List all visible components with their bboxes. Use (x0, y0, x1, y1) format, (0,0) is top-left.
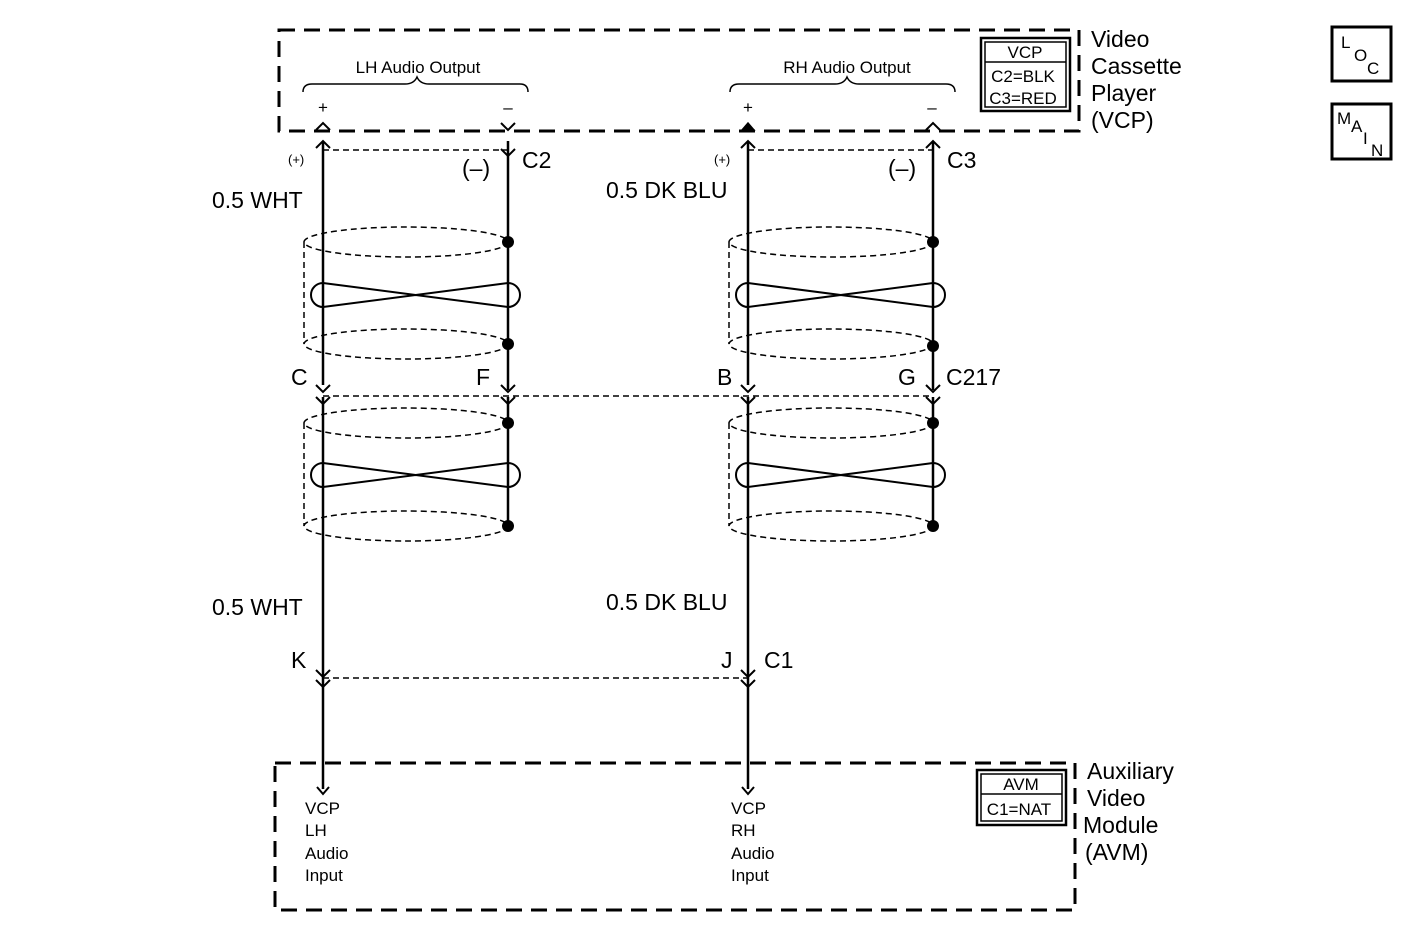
wires (321, 141, 935, 789)
avm-legend: AVM C1=NAT (975, 768, 1068, 827)
avm-name: Auxiliary Video Module (AVM) (1083, 758, 1174, 865)
pin-k-label: K (291, 647, 307, 673)
connector-c3-label: C3 (947, 147, 976, 173)
lh-minus-terminal: – (503, 98, 513, 117)
splice-dot (927, 417, 939, 429)
terminal-mark (740, 121, 756, 131)
lh-plus-terminal: + (318, 98, 328, 117)
lh-minus-polarity: (–) (462, 155, 490, 181)
vcp-legend-row: C3=RED (989, 89, 1057, 108)
terminal-mark (925, 121, 941, 131)
splice-dot (927, 340, 939, 352)
avm-boundary (273, 761, 1077, 912)
lh-output-label: LH Audio Output (356, 58, 481, 77)
rh-output-label: RH Audio Output (783, 58, 911, 77)
loc-button[interactable]: L O C (1330, 25, 1393, 83)
svg-text:I: I (1363, 129, 1368, 148)
svg-text:Cassette: Cassette (1091, 53, 1182, 79)
svg-text:Input: Input (305, 866, 343, 885)
svg-text:(VCP): (VCP) (1091, 107, 1154, 133)
vcp-boundary (277, 28, 1081, 133)
avm-legend-row: C1=NAT (987, 800, 1051, 819)
svg-text:VCP: VCP (731, 799, 766, 818)
connector-c217 (315, 384, 941, 406)
rh-audio-input-label: VCP RH Audio Input (731, 799, 774, 885)
svg-text:N: N (1371, 141, 1383, 160)
wire-label-rh-upper: 0.5 DK BLU (606, 177, 727, 203)
terminal-mark (315, 121, 331, 131)
svg-text:Video: Video (1087, 785, 1145, 811)
lh-plus-polarity: (+) (288, 152, 304, 167)
svg-text:A: A (1351, 117, 1363, 136)
splice-dot (927, 236, 939, 248)
twisted-pair-shield-rh-upper (728, 226, 946, 360)
twisted-pair-shield-lh-lower (303, 407, 521, 542)
terminal-mark (741, 786, 755, 796)
pin-c-label: C (291, 364, 308, 390)
svg-text:Video: Video (1091, 26, 1149, 52)
vcp-legend-title: VCP (1008, 43, 1043, 62)
splice-dot (502, 338, 514, 350)
terminal-mark (316, 786, 330, 796)
pin-f-label: F (476, 364, 490, 390)
connector-c1 (315, 669, 756, 689)
lh-audio-input-label: VCP LH Audio Input (305, 799, 348, 885)
connector-c1-label: C1 (764, 647, 793, 673)
rh-minus-polarity: (–) (888, 155, 916, 181)
splice-dot (502, 520, 514, 532)
connector-c2-label: C2 (522, 147, 551, 173)
svg-text:Audio: Audio (731, 844, 774, 863)
rh-plus-polarity: (+) (714, 152, 730, 167)
wire-label-lh-upper: 0.5 WHT (212, 187, 303, 213)
svg-text:L: L (1341, 33, 1350, 52)
svg-text:O: O (1354, 46, 1367, 65)
svg-text:Audio: Audio (305, 844, 348, 863)
svg-text:C: C (1367, 59, 1379, 78)
pin-g-label: G (898, 364, 916, 390)
wire-label-rh-lower: 0.5 DK BLU (606, 589, 727, 615)
svg-text:VCP: VCP (305, 799, 340, 818)
pin-b-label: B (717, 364, 732, 390)
avm-legend-title: AVM (1003, 775, 1039, 794)
twisted-pair-shield-lh-upper (303, 226, 521, 360)
vcp-legend: VCP C2=BLK C3=RED (979, 36, 1072, 113)
splice-dot (502, 417, 514, 429)
rh-output-brace: RH Audio Output (729, 58, 956, 93)
svg-text:RH: RH (731, 821, 756, 840)
vcp-component: VCP C2=BLK C3=RED Video Cassette Player … (277, 26, 1182, 133)
svg-text:Auxiliary: Auxiliary (1087, 758, 1174, 784)
svg-text:M: M (1337, 109, 1351, 128)
vcp-legend-row: C2=BLK (991, 67, 1055, 86)
connector-c217-label: C217 (946, 364, 1001, 390)
lh-output-brace: LH Audio Output (302, 58, 529, 93)
svg-text:Module: Module (1083, 812, 1158, 838)
pin-j-label: J (721, 647, 733, 673)
rh-plus-terminal: + (743, 98, 753, 117)
twisted-pair-shield-rh-lower (728, 407, 946, 542)
splice-dot (502, 236, 514, 248)
vcp-name: Video Cassette Player (VCP) (1091, 26, 1182, 133)
svg-text:Input: Input (731, 866, 769, 885)
rh-minus-terminal: – (927, 98, 937, 117)
splice-dot (927, 520, 939, 532)
svg-text:Player: Player (1091, 80, 1157, 106)
terminal-mark (500, 122, 516, 132)
wire-label-lh-lower: 0.5 WHT (212, 594, 303, 620)
avm-component: AVM C1=NAT Auxiliary Video Module (AVM) … (273, 758, 1174, 912)
main-button[interactable]: M A I N (1330, 102, 1393, 161)
svg-text:LH: LH (305, 821, 327, 840)
svg-text:(AVM): (AVM) (1085, 839, 1148, 865)
